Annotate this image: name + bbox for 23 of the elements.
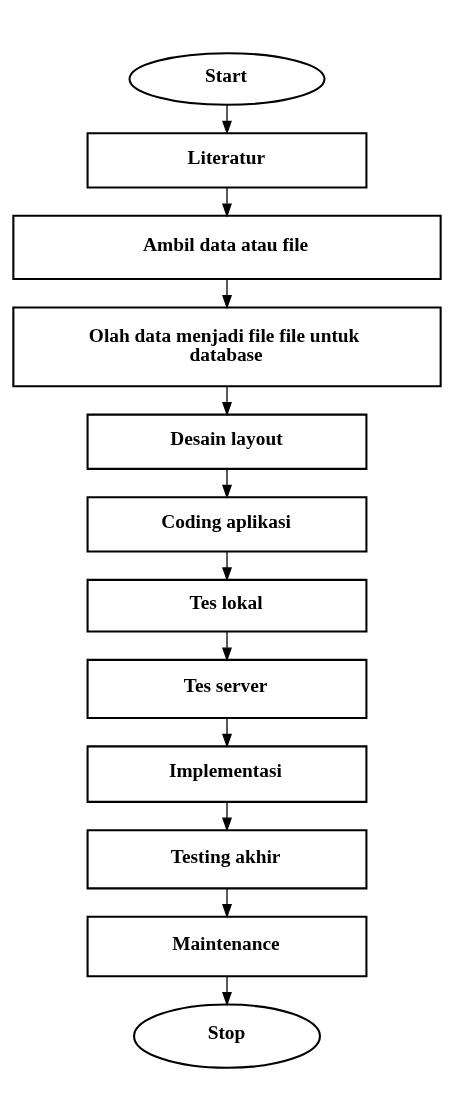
- node-box: Olah data menjadi file file untuk database: [12, 305, 442, 387]
- arrow: [222, 975, 232, 1006]
- node-box: Tes lokal: [86, 578, 368, 633]
- arrow: [222, 278, 232, 309]
- arrow: [222, 717, 232, 748]
- node-box: Ambil data atau file: [12, 214, 442, 280]
- arrow: [222, 550, 232, 582]
- node-box: Tes server: [86, 658, 368, 719]
- node-ellipse: Stop: [133, 1003, 321, 1069]
- node-box: Implementasi: [86, 744, 368, 803]
- arrow: [222, 104, 232, 135]
- arrow: [222, 385, 232, 416]
- arrow: [222, 887, 232, 918]
- arrow: [222, 630, 232, 662]
- arrow: [222, 468, 232, 499]
- arrow: [222, 186, 232, 218]
- node-box: Literatur: [86, 131, 368, 188]
- node-box: Desain layout: [86, 413, 368, 470]
- node-box: Coding aplikasi: [86, 495, 368, 552]
- node-ellipse: Start: [128, 51, 326, 106]
- node-box: Testing akhir: [86, 828, 368, 889]
- arrow: [222, 800, 232, 832]
- node-box: Maintenance: [86, 915, 368, 977]
